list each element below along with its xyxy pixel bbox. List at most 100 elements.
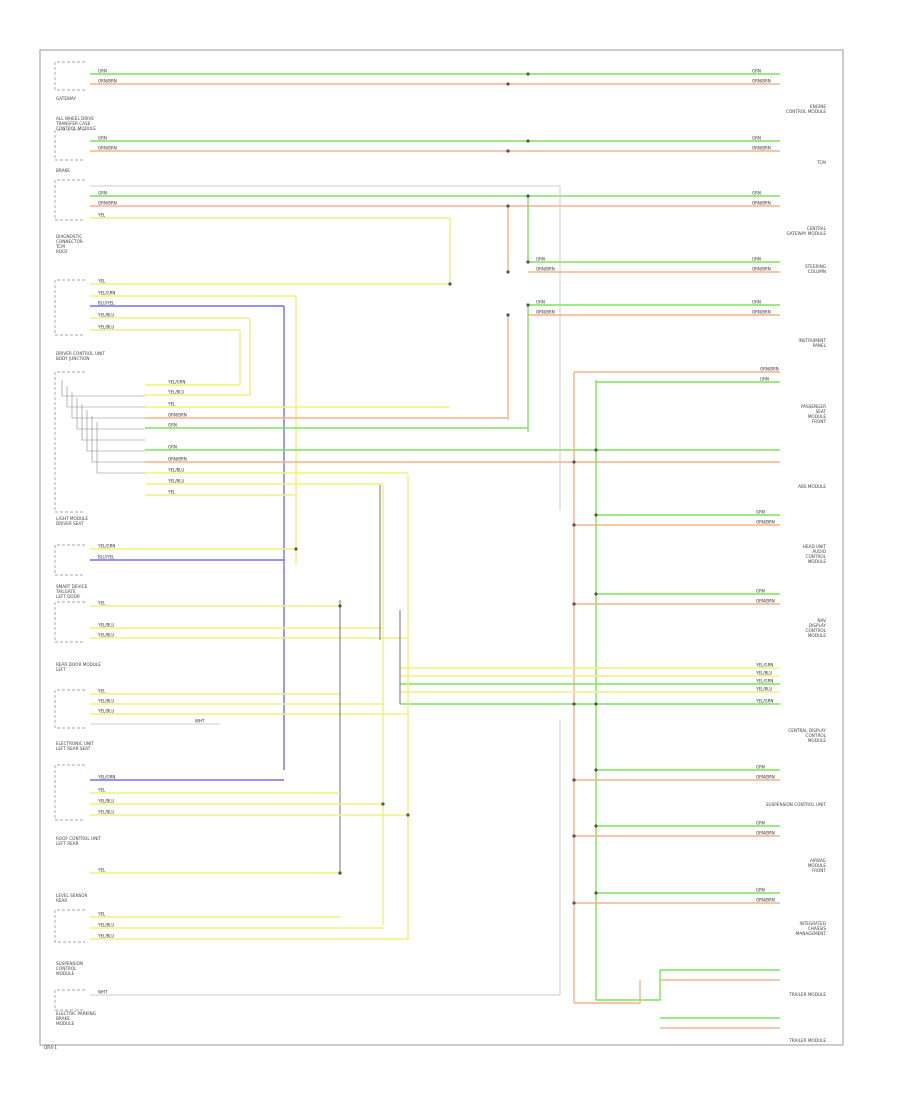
right-component-label-r3: CENTRAL — [807, 226, 827, 231]
component-label-sens: LEVEL SENSOR — [56, 893, 88, 898]
labels: GRN ORN/BRN GRN ORN/BRN GRN ORN/BRN GRN ORN/BRN… — [55, 69, 827, 1044]
wire-label: YEL/BLU — [97, 934, 114, 939]
airbag-wire-label: ORN/BRN — [756, 831, 775, 836]
chassis-wire-label: ORN/BRN — [756, 898, 775, 903]
splice-dot — [448, 282, 452, 286]
abs-splice-dot — [572, 523, 576, 527]
right-component-label-r13: INTEGRATED — [799, 921, 826, 926]
internal-lead — [61, 380, 145, 397]
diag-wire-label: YEL — [97, 279, 106, 284]
diagram-frame — [39, 49, 844, 1046]
central-gateway-wire-label: ORN/BRN — [752, 267, 771, 272]
wire-label: YEL/BLU — [97, 709, 114, 714]
suspension-wire-label: ORN/BRN — [756, 775, 775, 780]
splice-dot — [526, 303, 530, 307]
abs-wire-label: GRN — [756, 510, 765, 515]
gateway-wire-label: ORN/BRN — [98, 79, 117, 84]
wire-label: YEL — [97, 601, 106, 606]
right-component-label-r13: CHASSIS — [808, 926, 826, 931]
diag-wire-label: BLU/YEL — [98, 301, 115, 306]
nav-wire-label: YEL/GRN — [755, 663, 773, 668]
right-component-label-r10: CONTROL — [806, 733, 827, 738]
component-label-sdm: SMART DEVICE — [56, 584, 88, 589]
airbag-splice-dot — [594, 824, 598, 828]
right-component-label-r8: HEAD UNIT — [803, 544, 827, 549]
component-label-bottom: BRAKE — [56, 1016, 70, 1021]
component-label-dme: TRANSFER CASE — [55, 121, 91, 126]
transfer-wire-label: ORN/BRN — [752, 146, 771, 151]
internal-lead — [96, 422, 145, 474]
wire-label: YEL — [97, 868, 106, 873]
wire-label: YEL/BLU — [97, 799, 114, 804]
diag-wire-label: YEL/BLU — [97, 325, 114, 330]
right-component-label-r14: TRAILER MODULE — [788, 992, 826, 997]
wire-label: YEL/BLU — [97, 923, 114, 928]
body-junction-wire-label: YEL/GRN — [167, 380, 185, 385]
suspension-wire-label: GRN — [756, 765, 765, 770]
gateway-splice-dot — [506, 82, 510, 86]
right-component-label-r6: MODULE — [808, 414, 827, 419]
wire-label: YEL/GRN — [97, 544, 115, 549]
component-label-sdm: LEFT DOOR — [56, 594, 80, 599]
right-component-label-r4: STEERING — [805, 264, 826, 269]
abs-wire-label: ORN/BRN — [756, 520, 775, 525]
brake-wire-label: ORN/BRN — [98, 201, 117, 206]
chassis-splice-dot — [594, 891, 598, 895]
right-component-label-r5: PANEL — [813, 343, 827, 348]
component-label-ekp: CONNECTOR — [56, 239, 83, 244]
electronic-unit-connector — [54, 764, 85, 821]
right-component-label-r12: MODULE — [808, 863, 827, 868]
airbag-splice-dot — [572, 834, 576, 838]
right-component-label-r11: SUSPENSION CONTROL UNIT — [766, 802, 827, 807]
component-label-ecu3: LEFT REAR — [56, 841, 79, 846]
wire-label: GRN — [760, 377, 769, 382]
component-label-ecu2: ELECTRONIC UNIT — [56, 741, 94, 746]
trailer-riser — [596, 970, 661, 1001]
central-gateway-wire-label: GRN — [536, 257, 545, 262]
body-junction-connector — [54, 371, 85, 513]
instrument-wire-label: GRN — [752, 300, 761, 305]
body-junction-wire-label: YEL — [167, 490, 176, 495]
head-unit-splice-dot — [572, 602, 576, 606]
body-junction-wire-label: ORN/BRN — [168, 413, 187, 418]
head-unit-wire-label: GRN — [756, 589, 765, 594]
right-component-label-r9: MODULE — [808, 633, 827, 638]
light-module-connector — [54, 544, 85, 576]
splice-dot — [338, 604, 342, 608]
component-label-dsc: BRAKE — [56, 168, 70, 173]
nav-wire-label: YEL/GRN — [755, 699, 773, 704]
trailer-riser — [574, 980, 641, 1004]
transfer-wire-label: GRN — [752, 136, 761, 141]
instrument-wire-label: ORN/BRN — [536, 310, 555, 315]
splice-dot — [294, 547, 298, 551]
body-junction-wire-label: GRN — [168, 445, 177, 450]
splice-dot — [381, 802, 385, 806]
body-junction-wire-label: YEL — [167, 402, 176, 407]
brake-connector — [54, 179, 85, 221]
brake-splice-dot — [506, 204, 510, 208]
brake-wire-label: GRN — [752, 191, 761, 196]
component-label-bottom: MODULE — [56, 1021, 75, 1026]
component-label-dme: ALL WHEEL DRIVE — [56, 116, 94, 121]
component-label-ldm: DRIVER SEAT — [56, 521, 84, 526]
gateway-wire-label: ORN/BRN — [752, 79, 771, 84]
wire-label: ORN/BRN — [760, 367, 779, 372]
transfer-wire-label: ORN/BRN — [98, 146, 117, 151]
component-label-bottom: ELECTRIC PARKING — [56, 1011, 96, 1016]
component-label-ems: SUSPENSION — [56, 961, 83, 966]
gateway-splice-dot — [526, 72, 530, 76]
wire-label: YEL — [97, 912, 106, 917]
right-component-label-r12: FRONT — [812, 868, 827, 873]
component-label-rdc: LEFT — [56, 667, 66, 672]
wire-label: BLU/YEL — [98, 555, 115, 560]
right-component-label-r9: NAV — [817, 618, 826, 623]
wire-label: YEL/BLU — [97, 699, 114, 704]
gateway-connector — [54, 61, 85, 91]
body-junction-wire-label: YEL/BLU — [167, 479, 184, 484]
transfer-splice-dot — [506, 149, 510, 153]
wire-label: YEL/BLU — [97, 623, 114, 628]
chassis-wire-label: GRN — [756, 888, 765, 893]
right-component-label-r9: CONTROL — [806, 628, 827, 633]
central-gateway-wire-label: GRN — [752, 257, 761, 262]
brake-wire-label: ORN/BRN — [752, 201, 771, 206]
